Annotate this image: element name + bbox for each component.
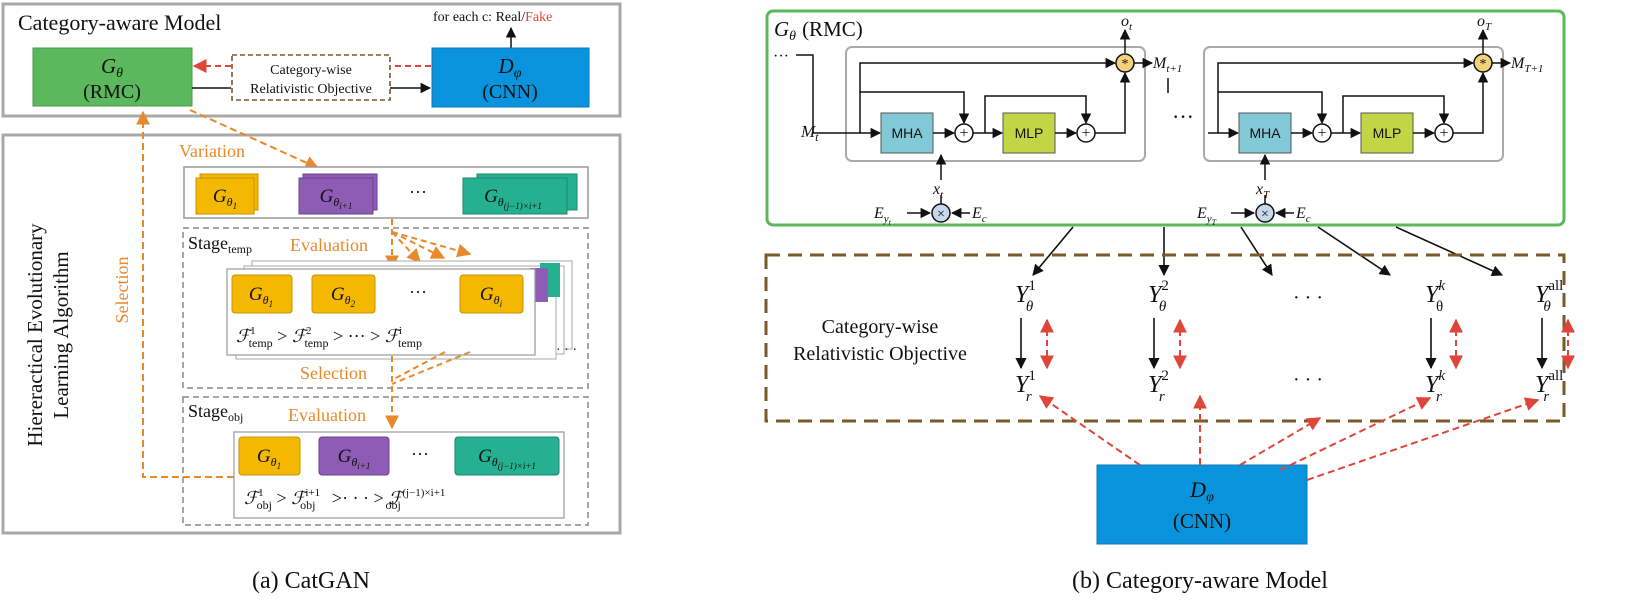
for-each-label: for each c: Real/Fake xyxy=(433,10,552,25)
cell-T-box xyxy=(1203,46,1504,162)
cell-t-M-out: Mt+1 xyxy=(1152,55,1182,75)
stage-temp-evaluation: Evaluation xyxy=(290,235,368,255)
cells-ellipsis: ··· xyxy=(1172,104,1194,129)
discriminator-b-symbol: Dφ xyxy=(1189,477,1214,505)
generator-box xyxy=(32,47,193,107)
objective-a-line1: Category-wise xyxy=(270,63,352,78)
cell-T-mha-label: MHA xyxy=(1249,125,1281,141)
variation-label: Variation xyxy=(179,141,245,161)
cell-T-plus-2: + xyxy=(1439,125,1448,142)
cell-t-plus-1: + xyxy=(959,125,968,142)
rmc-title: Gθ(RMC) xyxy=(774,17,863,44)
cell-T-M-out: MT+1 xyxy=(1510,55,1543,75)
heal-box xyxy=(1,133,622,535)
cell-t-Ec: Ec xyxy=(971,205,987,225)
stage-temp-box xyxy=(182,227,589,389)
objective-b-line1: Category-wise xyxy=(822,316,939,338)
objective-b-line2: Relativistic Objective xyxy=(793,343,967,365)
cell-t-x: xt xyxy=(932,181,944,201)
objective-box-a xyxy=(231,54,391,101)
discriminator-box xyxy=(431,47,590,108)
cell-T-Ec: Ec xyxy=(1295,205,1311,225)
stage-temp-row: Gθ1 Gθ2 ··· Gθi xyxy=(231,274,524,314)
stage-temp-label: Stagetemp xyxy=(188,233,252,256)
cell-T-mlp-label: MLP xyxy=(1373,125,1402,141)
cell-t-mha xyxy=(880,112,934,154)
generator-symbol: Gθ xyxy=(101,54,123,81)
caption-a: (a) CatGAN xyxy=(252,568,370,594)
cell-T-o: oT xyxy=(1477,13,1492,33)
population-row: Gθ1 Gθi+1 ··· Gθ(j−1)×i+1 xyxy=(195,173,578,215)
stage-temp-selection: Selection xyxy=(300,363,367,383)
panel-a-title: Category-aware Model xyxy=(18,10,221,35)
obj-ellipsis: ··· xyxy=(411,444,429,464)
stage-obj-box xyxy=(182,396,589,526)
cell-t-M-in: Mt xyxy=(800,122,819,144)
column-ellipsis-top: · · · xyxy=(1293,287,1323,309)
cell-T-mlp xyxy=(1360,112,1414,154)
cell-t-times: × xyxy=(937,207,945,222)
discriminator-b-box xyxy=(1096,464,1308,545)
cell-T-plus-1: + xyxy=(1317,125,1326,142)
stack-dots: · · · xyxy=(556,343,577,358)
cell-t-plus-2: + xyxy=(1081,125,1090,142)
column-ellipsis-bottom: · · · xyxy=(1293,369,1323,391)
heal-title-line1: Hiereractical Evolutionary xyxy=(23,223,47,447)
cell-t-mlp-label: MLP xyxy=(1015,125,1044,141)
rmc-dots-left: ··· xyxy=(773,48,789,65)
stage-obj-label: Stageobj xyxy=(188,401,243,424)
generator-label: (RMC) xyxy=(83,81,141,103)
stage-obj-evaluation: Evaluation xyxy=(288,405,366,425)
objective-a-line2: Relativistic Objective xyxy=(250,82,372,97)
cell-t-o: ot xyxy=(1121,13,1133,33)
panel-b: Gθ(RMC) ··· Mt MHA + MLP + * ot Mt+1 xt … xyxy=(764,9,1575,594)
discriminator-symbol: Dφ xyxy=(498,54,522,81)
discriminator-b-label: (CNN) xyxy=(1173,509,1231,533)
cell-t-box xyxy=(845,46,1146,162)
pop-ellipsis: ··· xyxy=(409,182,427,202)
rmc-box xyxy=(765,9,1566,227)
panel-a: Category-aware Model for each c: Real/Fa… xyxy=(1,2,622,594)
stage-obj-row: Gθ1 Gθi+1 ··· Gθ(j−1)×i+1 xyxy=(238,436,560,476)
cell-t-mha-label: MHA xyxy=(891,125,923,141)
cell-T-x: xT xyxy=(1255,181,1270,201)
category-aware-model-box xyxy=(1,2,622,118)
cell-T-times: × xyxy=(1261,207,1269,222)
discriminator-label: (CNN) xyxy=(482,81,538,103)
heal-title-line2: Learning Algorithm xyxy=(49,251,73,418)
cell-t-star: * xyxy=(1122,57,1129,72)
cell-T-star: * xyxy=(1480,57,1487,72)
caption-b: (b) Category-aware Model xyxy=(1072,568,1328,594)
temp-ellipsis: ··· xyxy=(409,282,427,302)
selection-left-label: Selection xyxy=(112,257,132,324)
